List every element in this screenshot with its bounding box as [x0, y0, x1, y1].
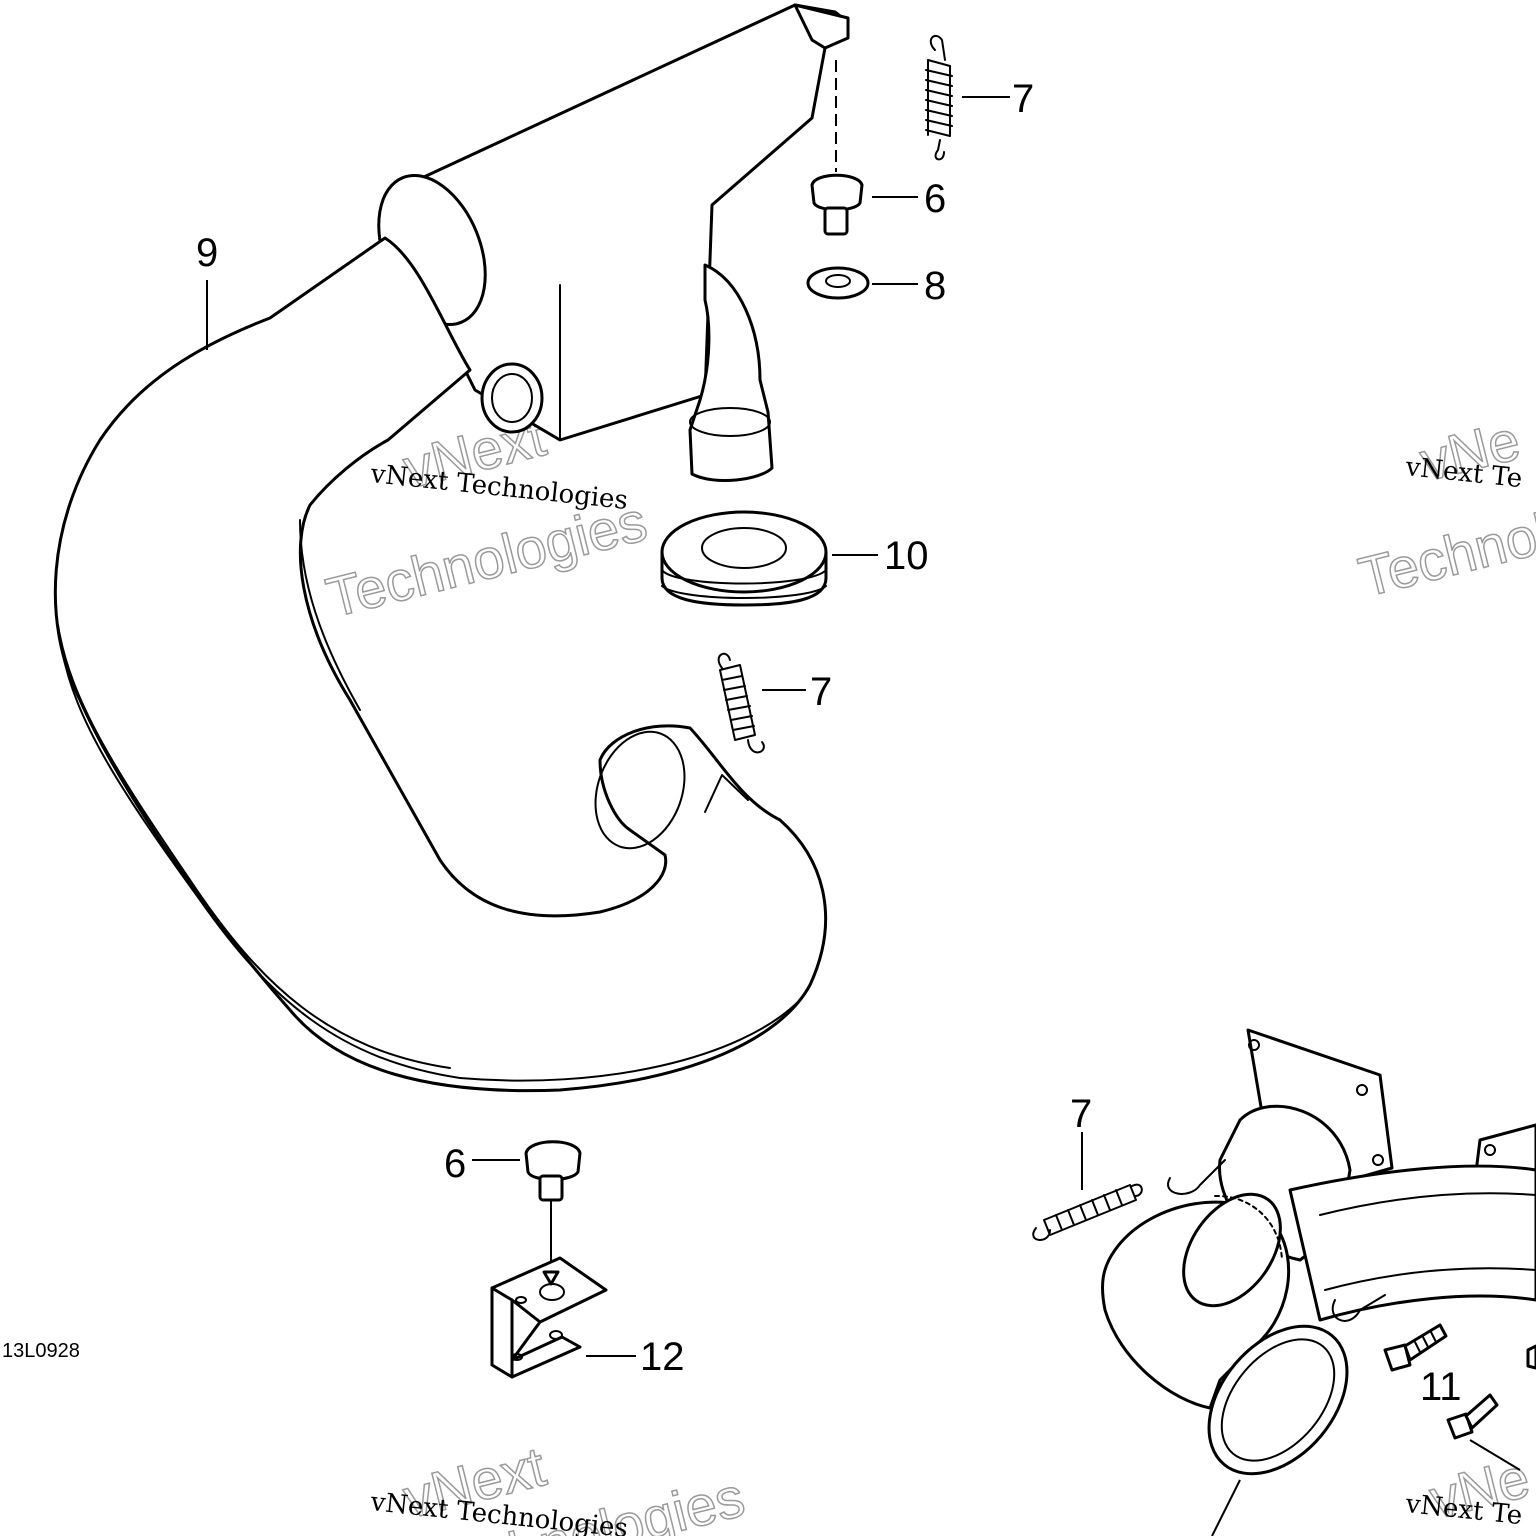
callout-11: 11: [1420, 1365, 1462, 1409]
spring-right-part-7: [1032, 1132, 1143, 1241]
reference-code: 13L0928: [2, 1340, 80, 1362]
exhaust-manifold: [1100, 1028, 1536, 1536]
muffler-part-9: [53, 3, 850, 1093]
callout-6-top: 6: [924, 177, 946, 221]
bolt-top-part-6: [810, 173, 918, 236]
svg-text:Technol: Technol: [1353, 501, 1536, 609]
watermark-right-upper: vNe Technol vNext Te: [1352, 407, 1536, 609]
callout-6-bottom: 6: [444, 1142, 466, 1186]
callout-12: 12: [640, 1335, 685, 1379]
spring-mid-part-7: [717, 652, 806, 754]
washer-part-8: [806, 266, 918, 300]
callout-10: 10: [884, 534, 929, 578]
bolt-bottom-part-6: [472, 1140, 582, 1202]
callout-7-right: 7: [1070, 1092, 1092, 1136]
bracket-part-12: [490, 1256, 636, 1379]
grommet-part-10: [660, 510, 878, 607]
spring-top-part-7: [925, 34, 1010, 161]
callout-7-mid: 7: [810, 670, 832, 714]
watermark-right-lower: vNe vNext Te: [1403, 1445, 1536, 1532]
callout-9: 9: [196, 231, 218, 275]
watermark-left-lower: vNext Technologies vNext Technologies: [368, 1433, 751, 1536]
callout-7-top: 7: [1012, 77, 1034, 121]
callout-8: 8: [924, 264, 946, 308]
screw-part-11: [1383, 1323, 1536, 1471]
